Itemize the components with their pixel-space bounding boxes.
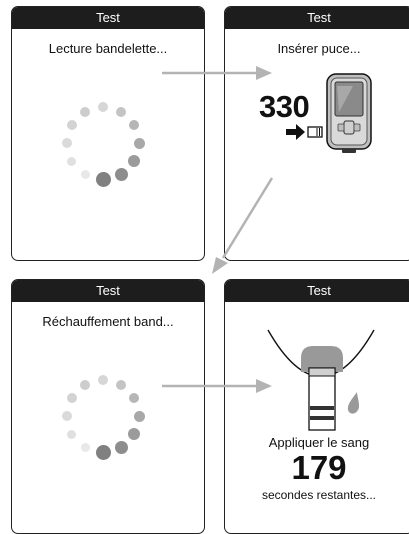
status-message: Insérer puce... [277,41,361,56]
glucose-meter-icon [326,73,372,153]
screen-title: Test [12,280,204,302]
spinner-dot [133,410,145,422]
spinner-dot [62,411,72,421]
screen-warming-strip: Test Réchauffement band... [11,279,205,534]
test-strip-icon [267,329,375,431]
screen-title: Test [225,280,409,302]
spinner-dot [67,156,77,166]
screen-title: Test [225,7,409,29]
screen-reading-strip: Test Lecture bandelette... [11,6,205,261]
spinner-dot [62,138,72,148]
spinner-dot [80,442,90,452]
loading-spinner-icon [57,97,149,189]
spinner-dot [114,440,128,454]
spinner-dot [80,379,90,390]
spinner-dot [80,106,90,117]
countdown-value: 179 [291,449,347,486]
countdown-label: secondes restantes... [261,488,377,502]
spinner-dot [116,379,126,390]
spinner-dot [129,393,140,403]
spinner-dot [114,167,128,181]
spinner-dot [129,120,140,130]
loading-spinner-icon [57,370,149,462]
spinner-dot [66,120,77,130]
spinner-dot [128,155,141,167]
spinner-dot [95,171,111,187]
blood-drop-icon [347,392,359,414]
spinner-dot [67,429,77,439]
chip-icon [307,126,323,138]
status-message: Réchauffement band... [42,314,174,329]
spinner-dot [98,375,108,385]
spinner-dot [116,106,126,117]
spinner-dot [95,444,111,460]
spinner-dot [98,102,108,112]
apply-blood-label: Appliquer le sang [268,435,370,450]
spinner-dot [133,137,145,149]
status-message: Lecture bandelette... [48,41,168,56]
spinner-dot [128,428,141,440]
code-number: 330 [259,89,310,124]
screen-apply-blood: Test Appliquer le sang 179 secondes rest… [224,279,409,534]
screen-insert-chip: Test Insérer puce... 330 [224,6,409,261]
screen-title: Test [12,7,204,29]
arrow-right-icon [286,124,323,140]
spinner-dot [66,393,77,403]
spinner-dot [80,169,90,179]
